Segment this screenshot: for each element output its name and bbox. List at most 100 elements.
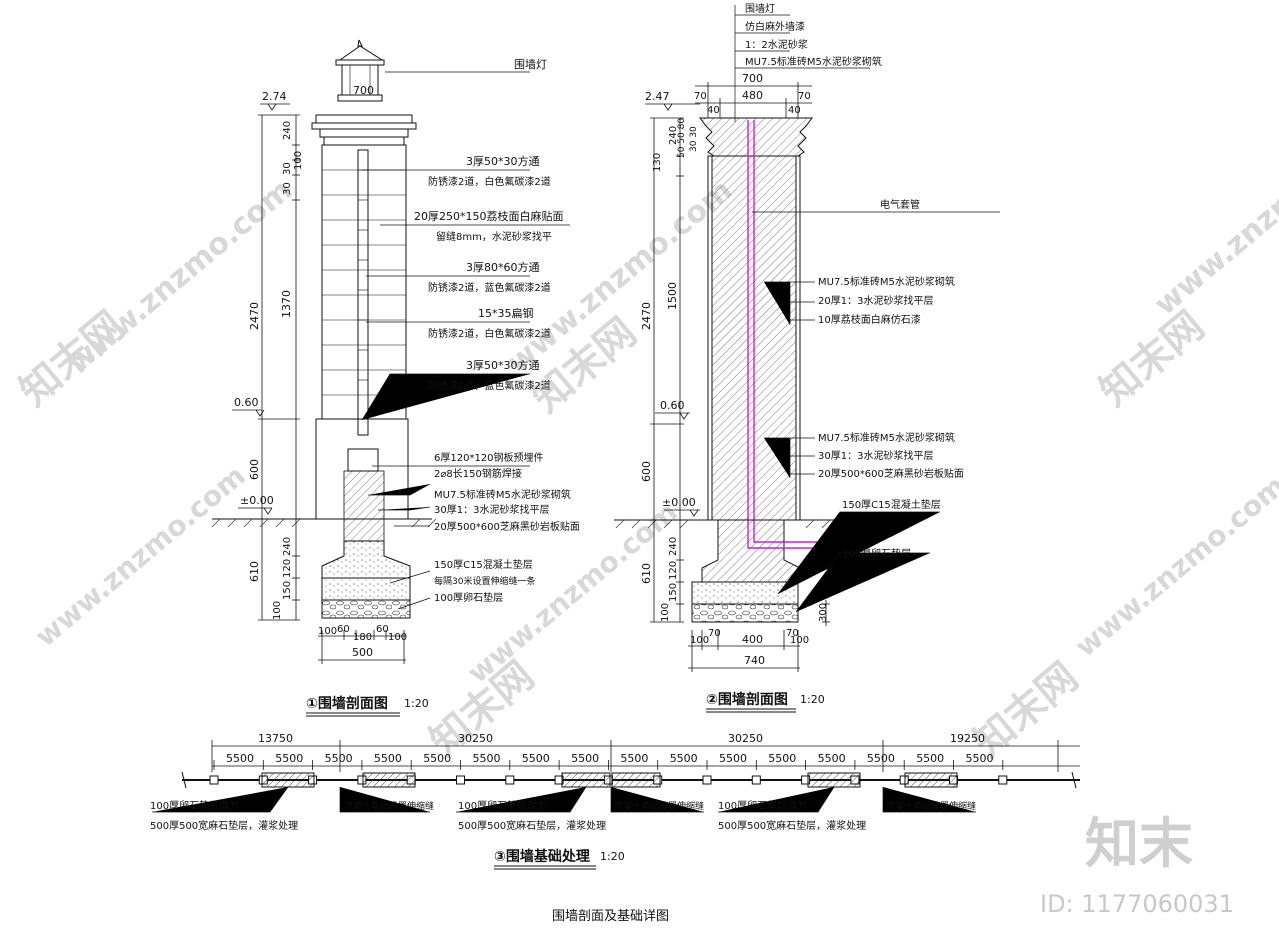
span-dim-label: 5500 xyxy=(620,752,648,765)
note-line: 混凝土基础设置伸缩缝 xyxy=(614,800,704,812)
dim-label: 610 xyxy=(248,561,261,582)
span-dim-label: 5500 xyxy=(719,752,747,765)
post-marker xyxy=(751,775,761,785)
dim-label: 1370 xyxy=(280,290,293,318)
total-dim: 30250 xyxy=(728,732,763,745)
note-line: 20厚500*600芝麻黑砂岩板贴面 xyxy=(434,520,580,533)
note-line: 3厚50*30方通 xyxy=(466,154,540,168)
elevation-label: 2.47 xyxy=(645,90,670,103)
section-3-title: ③围墙基础处理 xyxy=(494,848,590,865)
embedded-plate xyxy=(347,448,379,472)
note-line: 15*35扁钢 xyxy=(478,307,534,320)
pebble-bed xyxy=(321,599,411,619)
section-3-leaders xyxy=(152,786,976,813)
post-marker xyxy=(702,775,712,785)
section-2-leaders xyxy=(752,211,1000,613)
dim-label: 240 xyxy=(282,537,293,556)
dim-label: 60 xyxy=(337,624,350,635)
note-line: 混凝土基础设置伸缩缝 xyxy=(344,800,434,812)
dim-label: 120 xyxy=(282,559,293,578)
note-line: 20厚1：3水泥砂浆找平层 xyxy=(818,294,933,307)
note-line: 混凝土基础设置伸缩缝 xyxy=(886,800,976,812)
note-line: 100厚卵石垫层 xyxy=(842,547,911,560)
note-line: 6厚120*120钢板预埋件 xyxy=(434,451,544,464)
watermark-text: 知末网 xyxy=(1091,303,1212,415)
span-dim-label: 5500 xyxy=(423,752,451,765)
note-line: MU7.5标准砖M5水泥砂浆砌筑 xyxy=(434,488,571,501)
dim-label: 100 xyxy=(318,626,337,637)
pebble-bed xyxy=(691,603,799,623)
concrete-bed xyxy=(691,581,799,605)
dim-label: 50 50 80 xyxy=(677,118,687,158)
span-dim-label: 5500 xyxy=(374,752,402,765)
note-line: 100厚卵石垫层改为 xyxy=(718,799,807,812)
page-title: 围墙剖面及基础详图 xyxy=(552,909,669,924)
dim-label: 610 xyxy=(640,563,653,584)
dim-label: 70 xyxy=(786,628,799,639)
dim-label: 30 xyxy=(282,162,293,175)
wall-cap xyxy=(699,117,813,157)
post-marker xyxy=(505,775,515,785)
section-2-dims-bottom xyxy=(688,630,800,672)
section-2-title: ②围墙剖面图 xyxy=(706,691,788,708)
section-1-drawing: 2470 600 610 240 30 30 100 1370 240 120 … xyxy=(211,39,580,717)
dim-label: 240 xyxy=(282,121,293,140)
dim-label: 700 xyxy=(742,72,763,85)
elevation-label: ±0.00 xyxy=(662,496,696,509)
dim-label: 1500 xyxy=(666,282,679,310)
note-line: 防锈漆2道，白色氟碳漆2道 xyxy=(428,175,551,188)
steel-post xyxy=(357,149,369,436)
note-line: 每隔30米设置伸缩缝一条 xyxy=(434,575,535,587)
total-dim: 13750 xyxy=(258,732,293,745)
section-1-title: ①围墙剖面图 xyxy=(306,695,388,712)
span-dim-label: 5500 xyxy=(226,752,254,765)
note-line: 防锈漆2道，白色氟碳漆2道 xyxy=(428,327,551,340)
dim-label: 100 xyxy=(293,151,304,170)
electrical-conduit xyxy=(747,120,820,549)
note-line: 3厚80*60方通 xyxy=(466,260,540,274)
section-1-elevations xyxy=(232,103,290,515)
note-line: 20厚250*150荔枝面白麻贴面 xyxy=(414,209,564,223)
watermark-text: www.znzmo.com xyxy=(1148,115,1279,323)
dim-label: 300 xyxy=(818,603,829,622)
dim-label: 2470 xyxy=(248,302,261,330)
section-2-dims-left xyxy=(650,117,830,626)
section-3-dim-lines xyxy=(211,740,1080,772)
note-line: 防锈漆2道，蓝色氟碳漆2道 xyxy=(428,281,551,294)
note-line: 500厚500宽麻石垫层，灌浆处理 xyxy=(458,819,606,832)
dim-label: 700 xyxy=(353,84,374,97)
watermark-text: 知末网 xyxy=(966,654,1087,766)
note-line: MU7.5标准砖M5水泥砂浆砌筑 xyxy=(745,55,882,68)
span-dim-label: 5500 xyxy=(325,752,353,765)
note-line: 500厚500宽麻石垫层，灌浆处理 xyxy=(718,819,866,832)
dim-label: 120 xyxy=(668,561,679,580)
steel-post-marks xyxy=(358,169,368,381)
post-marker xyxy=(209,775,219,785)
note-line: MU7.5标准砖M5水泥砂浆砌筑 xyxy=(818,431,955,444)
note-line: 2⌀8长150钢筋焊接 xyxy=(434,467,522,480)
note-line: 150厚C15混凝土垫层 xyxy=(434,558,533,571)
dim-label: 70 xyxy=(708,628,721,639)
pier-cap xyxy=(311,114,417,146)
note-line: 20厚500*600芝麻黑砂岩板贴面 xyxy=(818,467,964,480)
section-1-dims-bottom xyxy=(318,630,406,664)
dim-label: 100 xyxy=(388,632,407,643)
dim-label: 40 xyxy=(707,105,720,116)
dim-label: 150 xyxy=(282,581,293,600)
watermark-id: ID: 1177060031 xyxy=(1040,890,1234,918)
section-1-leaders xyxy=(361,71,570,610)
post-marker xyxy=(998,775,1008,785)
dim-label: 180 xyxy=(353,632,372,643)
post-marker xyxy=(456,775,465,785)
watermark-text: www.znzmo.com xyxy=(29,459,252,653)
section-1-dims-left xyxy=(258,114,300,621)
span-dim-label: 5500 xyxy=(867,752,895,765)
dim-label: 400 xyxy=(742,633,763,646)
elevation-label: 0.60 xyxy=(234,396,259,409)
section-2-drawing: 围墙灯 仿白麻外墙漆 1：2水泥砂浆 MU7.5标准砖M5水泥砂浆砌筑 700 … xyxy=(614,2,1000,713)
elevation-label: 0.60 xyxy=(660,399,685,412)
note-line: 100厚卵石垫层改为 xyxy=(458,799,547,812)
note-line: 10厚荔枝面白麻仿石漆 xyxy=(818,313,921,326)
